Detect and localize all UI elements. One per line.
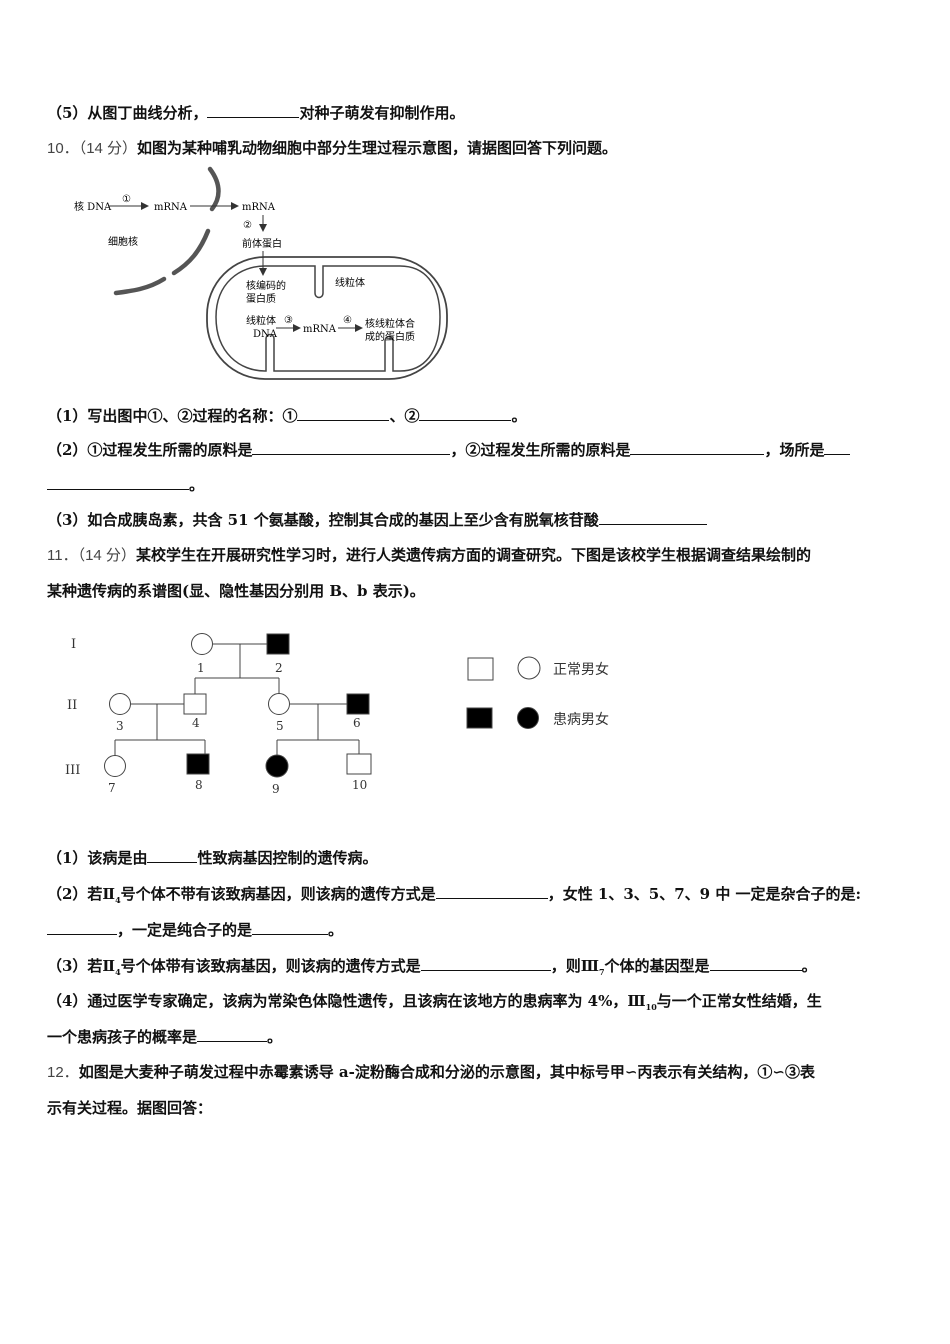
label-mrna-1: mRNA: [154, 202, 188, 213]
q12-stem-2: 示有关过程。据图回答：: [47, 1099, 213, 1117]
q11-stem-2: 某种遗传病的系谱图(显、隐性基因分别用 B、b 表示)。: [47, 582, 425, 600]
answer-blank[interactable]: [598, 510, 707, 525]
individual-8: [186, 753, 210, 775]
individual-4: [183, 693, 207, 715]
label-step-3: ③: [284, 315, 293, 326]
label-nuclear-encoded-2: 蛋白质: [246, 292, 276, 305]
answer-blank[interactable]: [420, 956, 551, 971]
id-label-5: 5: [276, 719, 284, 733]
label-precursor-protein: 前体蛋白: [242, 237, 282, 250]
legend-normal-female-icon: [517, 656, 541, 680]
answer-blank[interactable]: [207, 103, 300, 118]
generation-2-label: II: [67, 698, 77, 713]
answer-blank[interactable]: [297, 406, 390, 421]
q11-stem-1: 11．（14 分）某校学生在开展研究性学习时，进行人类遗传病方面的调查研究。下图…: [47, 546, 811, 564]
answer-blank[interactable]: [709, 956, 802, 971]
individual-9: [265, 754, 289, 778]
answer-blank[interactable]: [252, 920, 329, 935]
answer-blank[interactable]: [435, 884, 548, 899]
id-label-3: 3: [116, 719, 124, 733]
q10-sub2: （2）①过程发生所需的原料是，②过程发生所需的原料是，场所是: [47, 439, 851, 460]
id-label-8: 8: [195, 778, 203, 792]
q11-sub2-cont: ，一定是纯合子的是。: [47, 919, 343, 940]
q10-sub3: （3）如合成胰岛素，共含 51 个氨基酸，控制其合成的基因上至少含有脱氧核苷酸: [47, 509, 707, 530]
label-nucleus: 细胞核: [108, 235, 138, 248]
answer-blank[interactable]: [419, 406, 512, 421]
label-step-4: ④: [343, 315, 352, 326]
q11-sub4-cont: 一个患病孩子的概率是。: [47, 1027, 283, 1046]
individual-5: [268, 693, 290, 715]
individual-2: [266, 633, 290, 655]
label-nuclear-encoded-1: 核编码的: [246, 279, 286, 292]
label-mito-protein-1: 核线粒体合: [365, 317, 415, 330]
id-label-4: 4: [192, 716, 200, 730]
label-mrna-2: mRNA: [242, 202, 276, 213]
label-mito-dna-2: DNA: [253, 329, 278, 340]
answer-blank[interactable]: [252, 440, 451, 455]
q9-sub5: （5）从图丁曲线分析，对种子萌发有抑制作用。: [47, 103, 465, 122]
legend-affected-label: 患病男女: [553, 711, 609, 728]
q10-sub2-cont: 。: [47, 474, 204, 495]
generation-3-label: III: [65, 763, 80, 778]
id-label-10: 10: [352, 778, 367, 792]
individual-7: [104, 755, 126, 777]
individual-3: [109, 693, 131, 715]
q10-stem: 10．（14 分）如图为某种哺乳动物细胞中部分生理过程示意图，请据图回答下列问题…: [47, 139, 618, 157]
id-label-1: 1: [197, 661, 205, 675]
label-mito-dna-1: 线粒体: [246, 314, 276, 327]
cell-process-diagram: 核 DNA ① mRNA mRNA ② 前体蛋白 细胞核 核编码的 蛋白质 线粒…: [74, 166, 448, 380]
label-nuclear-dna: 核 DNA: [74, 200, 112, 213]
answer-blank[interactable]: [197, 1027, 268, 1042]
individual-10: [346, 753, 372, 775]
generation-1-label: I: [71, 637, 76, 652]
id-label-7: 7: [108, 781, 116, 795]
id-label-6: 6: [353, 716, 361, 730]
id-label-9: 9: [272, 782, 280, 796]
q11-sub2: （2）若Ⅱ4号个体不带有该致病基因，则该病的遗传方式是，女性 1、3、5、7、9…: [47, 884, 862, 905]
q12-stem-1: 12．如图是大麦种子萌发过程中赤霉素诱导 a-淀粉酶合成和分泌的示意图，其中标号…: [47, 1063, 815, 1081]
answer-blank[interactable]: [147, 848, 198, 863]
answer-blank[interactable]: [824, 440, 851, 455]
answer-blank[interactable]: [630, 440, 765, 455]
legend-normal-label: 正常男女: [553, 661, 609, 678]
q11-sub3: （3）若Ⅱ4号个体带有该致病基因，则该病的遗传方式是，则Ⅲ7个体的基因型是。: [47, 956, 817, 977]
label-mitochondrion: 线粒体: [335, 276, 365, 289]
label-mito-protein-2: 成的蛋白质: [365, 330, 415, 343]
legend-affected-male-icon: [466, 707, 493, 729]
answer-blank[interactable]: [47, 475, 189, 490]
legend-normal-male-icon: [467, 657, 494, 681]
label-step-1: ①: [122, 194, 131, 205]
q11-sub1: （1）该病是由性致病基因控制的遗传病。: [47, 848, 378, 867]
legend-affected-female-icon: [517, 707, 539, 729]
q11-sub4: （4）通过医学专家确定，该病为常染色体隐性遗传，且该病在该地方的患病率为 4%，…: [47, 992, 822, 1012]
individual-1: [191, 633, 213, 655]
answer-blank[interactable]: [47, 920, 117, 935]
id-label-2: 2: [275, 661, 283, 675]
individual-6: [346, 693, 370, 715]
label-step-2: ②: [243, 220, 252, 231]
pedigree-chart: I II III 1: [65, 633, 609, 796]
q10-sub1: （1）写出图中①、②过程的名称：①、②。: [47, 406, 527, 425]
label-mrna-3: mRNA: [303, 324, 337, 335]
